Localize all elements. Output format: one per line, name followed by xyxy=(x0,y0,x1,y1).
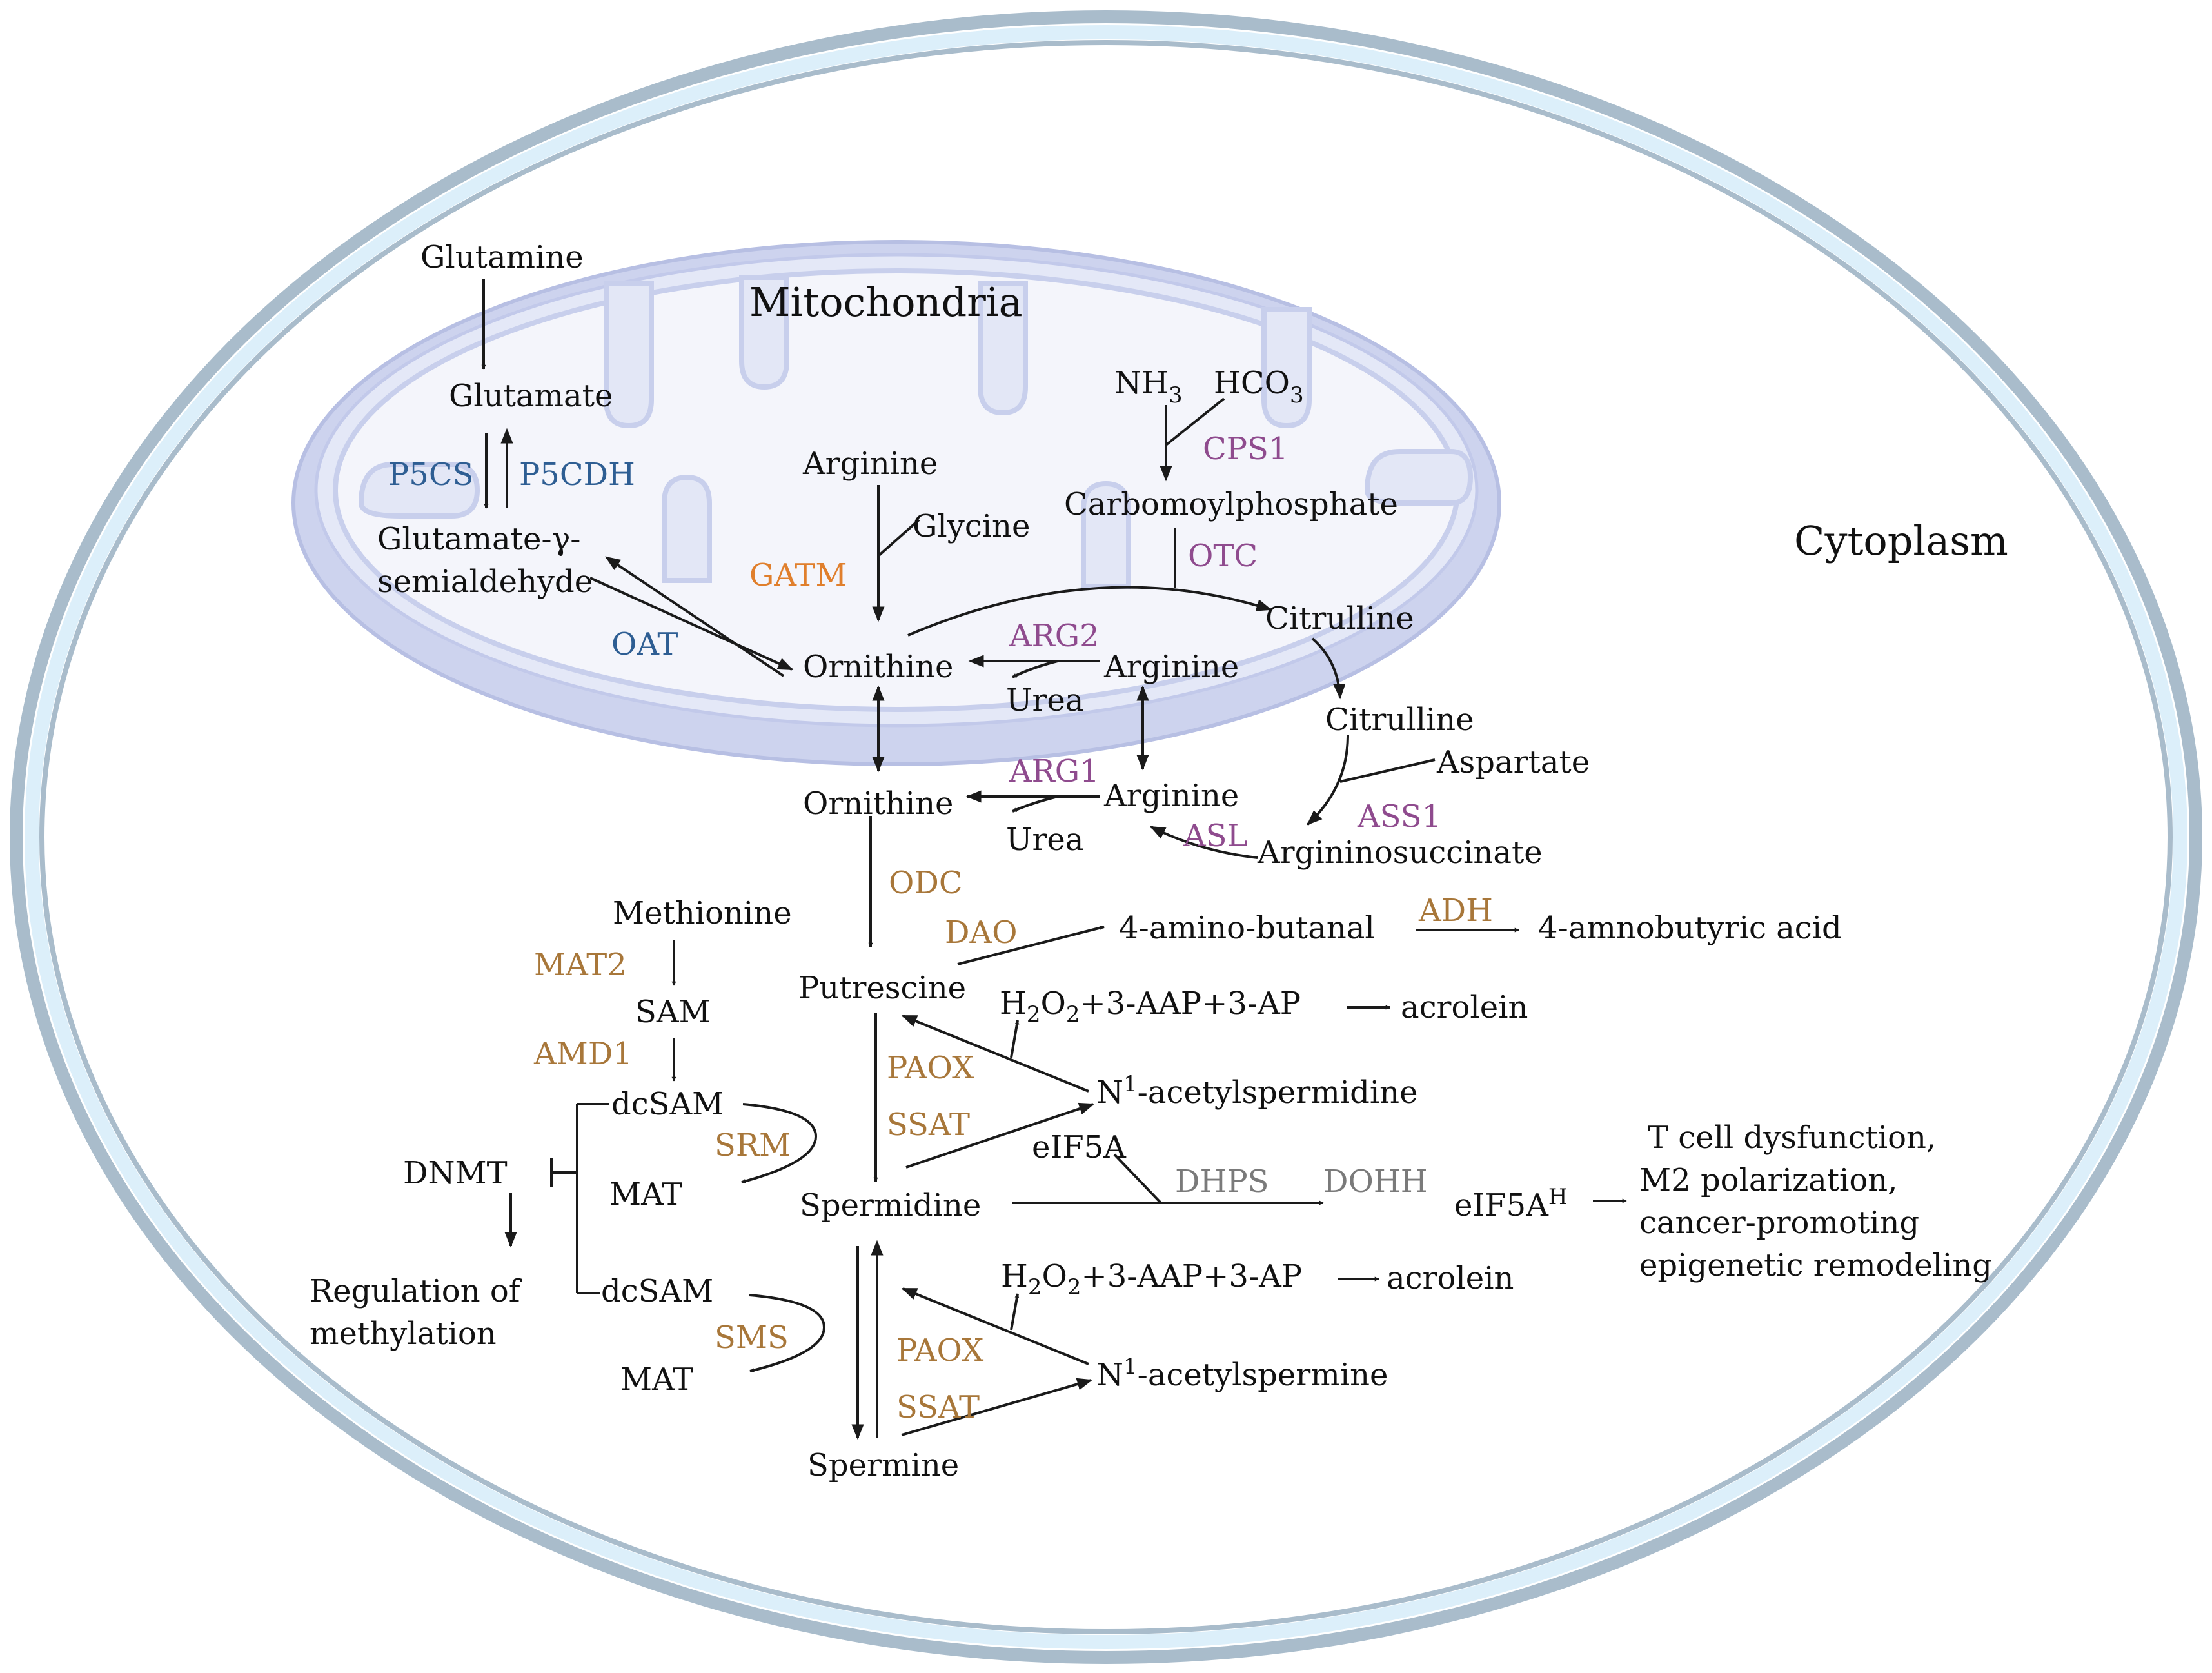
glutamate-label: Glutamate xyxy=(449,378,613,414)
urea-cyto-label: Urea xyxy=(1006,822,1083,858)
arrow-citrulline-transport xyxy=(1311,637,1346,700)
amnobutyric-acid-label: 4-amnobutyric acid xyxy=(1538,910,1842,946)
arginine-cyto-label: Arginine xyxy=(1103,778,1239,814)
enzyme-mat2: MAT2 xyxy=(534,947,627,983)
eif5ah-label: eIF5AH xyxy=(1454,1184,1568,1223)
enzyme-labels: P5CS P5CDH OAT GATM CPS1 OTC ARG2 ARG1 A… xyxy=(388,431,1493,1425)
enzyme-asl: ASL xyxy=(1183,818,1247,854)
glutamine-label: Glutamine xyxy=(420,239,584,275)
mat-label-2: MAT xyxy=(620,1361,693,1398)
ornithine-cyto-label: Ornithine xyxy=(803,786,953,822)
enzyme-gatm: GATM xyxy=(749,557,847,593)
regulation-label-line1: Regulation of xyxy=(310,1273,522,1309)
nh3-label: NH3 xyxy=(1114,365,1183,408)
mat-label-1: MAT xyxy=(609,1176,682,1213)
gsa-label-line1: Glutamate-γ- xyxy=(377,521,580,557)
cytoplasm-label: Cytoplasm xyxy=(1794,517,2008,564)
h2o2-label-2: H2O2+3-AAP+3-AP xyxy=(1001,1258,1302,1300)
n1-acetylspermidine-label: N1-acetylspermidine xyxy=(1096,1071,1418,1111)
arrow-dao xyxy=(957,926,1105,965)
enzyme-otc: OTC xyxy=(1188,538,1258,574)
dcsam-label-1: dcSAM xyxy=(611,1086,724,1122)
sam-label: SAM xyxy=(635,994,711,1030)
enzyme-dao: DAO xyxy=(945,915,1018,951)
mitochondria-label: Mitochondria xyxy=(749,279,1023,326)
arrow-arg2-urea xyxy=(1012,660,1058,678)
enzyme-paox-2: PAOX xyxy=(896,1332,983,1369)
outcome-line-4: epigenetic remodeling xyxy=(1639,1247,1992,1283)
arginine-mito-label: Arginine xyxy=(1103,649,1239,685)
arrow-paox-2 xyxy=(901,1287,1089,1365)
outcome-line-1: T cell dysfunction, xyxy=(1648,1120,1936,1156)
n1-acetylspermine-label: N1-acetylspermine xyxy=(1096,1354,1388,1393)
enzyme-adh: ADH xyxy=(1418,893,1493,929)
mitochondria-organelle xyxy=(291,240,1501,766)
urea-mito-label: Urea xyxy=(1006,682,1083,718)
line-glycine-join xyxy=(877,519,920,557)
enzyme-p5cdh: P5CDH xyxy=(519,457,635,493)
arrow-oat-to-gsa xyxy=(605,556,785,677)
enzyme-ass1: ASS1 xyxy=(1357,798,1441,835)
line-aspartate-join xyxy=(1339,758,1436,783)
dnmt-label: DNMT xyxy=(403,1155,508,1191)
line-eif5a-join xyxy=(1113,1153,1162,1204)
enzyme-odc: ODC xyxy=(889,865,963,901)
pathway-connectors xyxy=(481,279,1627,1440)
arrow-srm xyxy=(741,1103,818,1183)
cell-membrane xyxy=(10,10,2202,1664)
arrow-oat-to-ornithine xyxy=(589,577,794,671)
enzyme-ssat-2: SSAT xyxy=(896,1389,980,1425)
citrulline-mito-label: Citrulline xyxy=(1265,600,1414,637)
enzyme-arg2: ARG2 xyxy=(1009,618,1100,654)
amino-butanal-label: 4-amino-butanal xyxy=(1119,910,1375,946)
arginine-mito-top-label: Arginine xyxy=(802,446,938,482)
enzyme-sms: SMS xyxy=(715,1320,789,1356)
enzyme-dohh: DOHH xyxy=(1323,1163,1428,1200)
spermine-label: Spermine xyxy=(807,1447,959,1483)
arrow-sms xyxy=(749,1294,826,1372)
arrow-h2o2-2 xyxy=(1010,1293,1020,1331)
arrow-ssat-1 xyxy=(905,1102,1095,1169)
argininosuccinate-label: Argininosuccinate xyxy=(1257,835,1543,871)
h2o2-label-1: H2O2+3-AAP+3-AP xyxy=(1000,985,1301,1027)
methionine-label: Methionine xyxy=(613,895,792,931)
arrow-h2o2-1 xyxy=(1010,1020,1020,1058)
arrow-paox-1 xyxy=(901,1015,1089,1093)
arrow-ass1 xyxy=(1307,735,1349,826)
line-hco3-join xyxy=(1165,397,1225,446)
enzyme-srm: SRM xyxy=(715,1127,791,1163)
enzyme-p5cs: P5CS xyxy=(388,457,473,493)
aspartate-label: Aspartate xyxy=(1436,744,1590,780)
arrow-arg1-urea xyxy=(1012,795,1058,813)
arrow-otc xyxy=(907,586,1272,637)
putrescine-label: Putrescine xyxy=(798,970,966,1006)
spermidine-label: Spermidine xyxy=(800,1187,981,1223)
regulation-label-line2: methylation xyxy=(310,1316,497,1352)
arrow-ssat-2 xyxy=(901,1378,1093,1436)
arrow-asl xyxy=(1149,826,1258,859)
ornithine-mito-label: Ornithine xyxy=(803,649,953,685)
enzyme-arg1: ARG1 xyxy=(1009,753,1100,789)
enzyme-oat: OAT xyxy=(611,626,678,662)
enzyme-paox-1: PAOX xyxy=(887,1050,974,1086)
enzyme-amd1: AMD1 xyxy=(533,1036,633,1072)
outcome-line-2: M2 polarization, xyxy=(1639,1162,1897,1198)
dcsam-label-2: dcSAM xyxy=(601,1273,713,1309)
gsa-label-line2: semialdehyde xyxy=(377,564,593,600)
carbomoylphosphate-label: Carbomoylphosphate xyxy=(1064,486,1398,522)
eif5a-label: eIF5A xyxy=(1032,1129,1127,1165)
metabolite-labels: Glutamine Glutamate Glutamate-γ- semiald… xyxy=(310,239,1992,1483)
acrolein-label-2: acrolein xyxy=(1387,1260,1514,1296)
enzyme-ssat-1: SSAT xyxy=(887,1107,970,1143)
enzyme-dhps: DHPS xyxy=(1175,1163,1269,1200)
citrulline-cyto-label: Citrulline xyxy=(1325,702,1474,738)
acrolein-label-1: acrolein xyxy=(1401,989,1528,1025)
hco3-label: HCO3 xyxy=(1214,365,1304,408)
glycine-label: Glycine xyxy=(913,508,1030,544)
enzyme-cps1: CPS1 xyxy=(1203,431,1288,467)
outcome-line-3: cancer-promoting xyxy=(1639,1205,1919,1241)
